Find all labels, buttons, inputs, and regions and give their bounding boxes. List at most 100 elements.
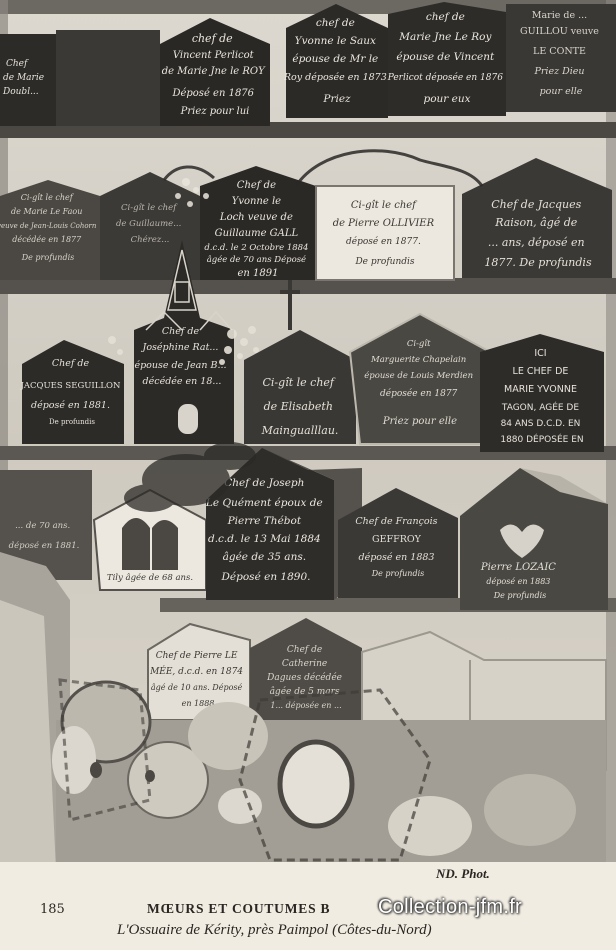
box-line: Yvonne le bbox=[232, 196, 281, 207]
skull-box-row2-2: Ci-gît le chef de Guillaume... Chérez... bbox=[100, 172, 200, 280]
box-line: ... ans, déposé en bbox=[488, 236, 585, 249]
box-line: âgée de 35 ans. bbox=[223, 551, 306, 563]
box-line: déposée en 1877 bbox=[380, 388, 458, 399]
box-line: déposé en 1883 bbox=[486, 577, 550, 586]
box-line: déposé en 1883 bbox=[359, 552, 435, 563]
box-line: Ci-gît le chef bbox=[21, 193, 75, 202]
svg-text:Pierre LOZAIC déposé en: Pierre LOZAIC déposé en 1883 De profundi… bbox=[480, 562, 559, 600]
box-line: Ci-gît le chef bbox=[263, 376, 336, 389]
box-line: MÉE, d.c.d. en 1874 bbox=[149, 665, 243, 677]
svg-text:chef de Vincent Perlicot: chef de Vincent Perlicot de Marie Jne le… bbox=[162, 32, 268, 117]
skull-box-row1-1: Chef de Marie Doubl... bbox=[0, 34, 56, 126]
box-line: pour eux bbox=[423, 93, 470, 105]
box-line: Chef de Pierre LE bbox=[156, 651, 238, 661]
svg-text:ICI LE CHEF DE MAR: ICI LE CHEF DE MARIE YVONNE TAGON, AGÉE … bbox=[500, 348, 583, 445]
flower-wreath bbox=[162, 149, 484, 187]
box-line: chef de bbox=[426, 11, 465, 23]
box-line: Chérez... bbox=[131, 234, 170, 245]
box-line: en 1888 bbox=[182, 699, 215, 708]
caption-subtitle: L'Ossuaire de Kérity, près Paimpol (Côte… bbox=[117, 922, 432, 938]
box-line: âgée de 70 ans Déposé bbox=[207, 254, 306, 265]
box-line: 84 ANS D.C.D. EN bbox=[501, 419, 581, 429]
box-line: épouse de Mr le bbox=[292, 53, 378, 65]
box-line: Raison, âgé de bbox=[494, 216, 578, 229]
box-line: Chef de bbox=[237, 180, 276, 191]
ossuary-photograph: Chef de Marie Doubl... chef de Vincent P… bbox=[0, 0, 616, 890]
svg-text:Chef de Catherine: Chef de Catherine Dagues décédée âgée de… bbox=[266, 645, 345, 710]
svg-text:Chef de Joseph Le Quémen: Chef de Joseph Le Quément époux de Pierr… bbox=[205, 477, 326, 583]
box-line: De profundis bbox=[371, 569, 425, 578]
box-line: Priez pour elle bbox=[382, 416, 457, 427]
box-line: Ci-gît le chef bbox=[121, 202, 178, 213]
svg-text:Ci-gît Marguerite Chapel: Ci-gît Marguerite Chapelain épouse de Lo… bbox=[364, 338, 476, 427]
box-line: décédée en 18... bbox=[143, 376, 222, 387]
box-line: Ci-gît le chef bbox=[351, 200, 418, 211]
box-line: de Guillaume... bbox=[116, 219, 181, 229]
skull-box-row3-1: Chef de JACQUES SEGUILLON déposé en 1881… bbox=[20, 340, 124, 444]
foreground-boards bbox=[0, 552, 70, 870]
box-line: Chef de François bbox=[355, 516, 437, 527]
box-line: Doubl... bbox=[2, 87, 39, 97]
box-line: Déposé en 1890. bbox=[221, 571, 311, 583]
box-line: âgé de 10 ans. Déposé bbox=[151, 683, 243, 692]
skull-box-row2-5: Chef de Jacques Raison, âgé de ... ans, … bbox=[462, 158, 612, 278]
caption-title: MŒURS ET COUTUMES B bbox=[147, 901, 331, 916]
box-line: Chef de bbox=[52, 358, 90, 369]
box-line: déposé en 1877. bbox=[346, 236, 421, 247]
svg-text:Chef de Jacques Raison,: Chef de Jacques Raison, âgé de ... ans, … bbox=[484, 198, 592, 269]
box-line: épouse de Jean B... bbox=[134, 360, 226, 371]
skull-box-row4-3: Chef de Joseph Le Quément époux de Pierr… bbox=[205, 448, 362, 600]
box-line: GEFFROY bbox=[372, 534, 422, 545]
box-line: déposé en 1881. bbox=[9, 540, 80, 551]
box-line: MARIE YVONNE bbox=[504, 384, 577, 395]
shelf-2 bbox=[0, 278, 616, 294]
box-line: déposé en 1881. bbox=[31, 400, 110, 411]
box-line: ICI bbox=[534, 348, 546, 359]
svg-text:Ci-gît le chef de Pierre: Ci-gît le chef de Pierre OLLIVIER déposé… bbox=[333, 200, 438, 267]
skull-box-row4-2: Tily âgée de 68 ans. bbox=[92, 488, 207, 591]
svg-text:Chef de Yvonne le: Chef de Yvonne le Loch veuve de Guillaum… bbox=[204, 180, 311, 279]
box-line: chef de bbox=[192, 32, 233, 45]
svg-text:Tily âgée de 68 ans.: Tily âgée de 68 ans. bbox=[107, 572, 193, 583]
box-line: âgée de 5 mars bbox=[270, 686, 340, 697]
box-line: Yvonne le Saux bbox=[295, 35, 376, 47]
box-line: ... de 70 ans. bbox=[15, 521, 70, 531]
box-line: Catherine bbox=[282, 659, 327, 669]
svg-text:Ci-gît le chef de Guilla: Ci-gît le chef de Guillaume... Chérez... bbox=[116, 202, 184, 245]
box-line: GUILLOU veuve bbox=[520, 26, 599, 37]
box-line: de Marie Le Faou bbox=[11, 207, 82, 216]
box-line: de Marie Jne le ROY bbox=[162, 66, 266, 77]
box-line: de Elisabeth bbox=[264, 400, 333, 413]
box-line: pour elle bbox=[540, 86, 583, 97]
box-line: en 1891 bbox=[238, 268, 279, 279]
publisher-credit: ND. Phot. bbox=[436, 866, 490, 881]
watermark: Collection-jfm.fr bbox=[378, 896, 523, 918]
box-line: Chef de bbox=[162, 326, 200, 337]
skull-box-row3-4: Ci-gît Marguerite Chapelain épouse de Lo… bbox=[348, 312, 492, 445]
shelf-3 bbox=[0, 446, 616, 460]
box-line: Tily âgée de 68 ans. bbox=[107, 572, 193, 583]
caption-band bbox=[0, 862, 616, 950]
box-line: de Pierre OLLIVIER bbox=[333, 218, 435, 229]
box-line: Priez bbox=[322, 93, 351, 105]
box-line: de Marie bbox=[3, 73, 44, 83]
box-line: Priez Dieu bbox=[533, 66, 584, 77]
skull-box-row1-2: chef de Vincent Perlicot de Marie Jne le… bbox=[160, 18, 270, 126]
box-line: Déposé en 1876 bbox=[171, 88, 254, 99]
box-line: 1... déposée en ... bbox=[270, 701, 341, 710]
box-line: LE CHEF DE bbox=[513, 366, 569, 377]
box-line: épouse de Louis Merdien bbox=[364, 370, 473, 381]
skull-box-row3-5: ICI LE CHEF DE MARIE YVONNE TAGON, AGÉE … bbox=[480, 334, 604, 452]
svg-text:Chef de Marie Doub: Chef de Marie Doubl... bbox=[2, 59, 47, 97]
skull-box-row1-5: Marie de ... GUILLOU veuve LE CONTE Prie… bbox=[506, 4, 616, 112]
card-number: 185 bbox=[40, 902, 65, 917]
skull-box-row1-4: chef de Marie Jne Le Roy épouse de Vince… bbox=[387, 2, 506, 116]
box-line: Chef bbox=[6, 59, 29, 69]
box-line: Dagues décédée bbox=[266, 672, 342, 683]
svg-text:... de 70 ans. déposé en: ... de 70 ans. déposé en 1881. bbox=[9, 521, 80, 551]
box-line: Le Quément époux de bbox=[205, 497, 323, 509]
svg-text:chef de Yvonne le Saux: chef de Yvonne le Saux épouse de Mr le R… bbox=[283, 17, 390, 105]
skull-box-row5-1: Chef de Pierre LE MÉE, d.c.d. en 1874 âg… bbox=[147, 622, 251, 721]
box-line: épouse de Vincent bbox=[396, 51, 495, 63]
box-line: Roy déposée en 1873 bbox=[283, 72, 387, 83]
